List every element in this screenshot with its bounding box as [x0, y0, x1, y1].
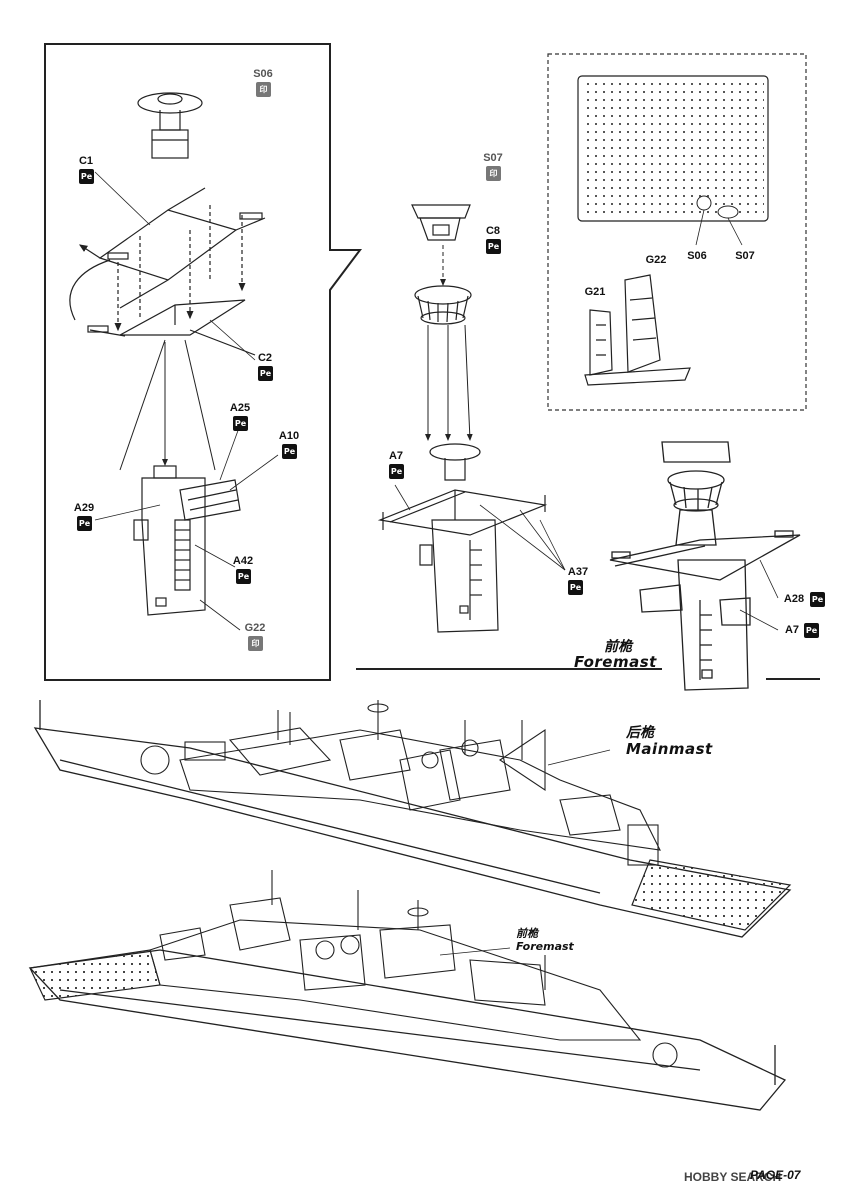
mainmast-title-cn: 后桅 [626, 725, 654, 741]
left-leader-lines [94, 171, 279, 631]
sprue-parts [582, 80, 764, 217]
railing-c8 [414, 285, 472, 325]
label-c8: C8 [485, 225, 501, 237]
mast-tower-g22 [133, 465, 241, 616]
photo-etch-icon: Pe [258, 366, 273, 381]
label-a7-detail: A7 [784, 624, 800, 636]
sprue-label-g21: G21 [584, 286, 606, 298]
photo-etch-icon: Pe [810, 592, 825, 607]
fire-control-s07 [411, 204, 471, 241]
ship-1-helipad [631, 859, 792, 931]
ship-2-hull [28, 949, 787, 1111]
plastic-part-icon: 印 [256, 82, 271, 97]
photo-etch-icon: Pe [568, 580, 583, 595]
foremast-title-en: Foremast [574, 653, 657, 671]
photo-etch-icon: Pe [79, 169, 94, 184]
ship-2-superstructure [149, 870, 678, 1068]
foremast-leader [439, 947, 511, 956]
label-c2: C2 [257, 352, 273, 364]
ship-1-hull [33, 700, 792, 938]
label-a37: A37 [567, 566, 589, 578]
mainmast-leader [547, 749, 611, 766]
sprue-box [547, 53, 807, 411]
label-a25: A25 [229, 402, 251, 414]
radar-dish-s06 [137, 92, 203, 159]
photo-etch-icon: Pe [389, 464, 404, 479]
assembled-foremast-detail [609, 441, 801, 691]
a37-leader-lines [394, 484, 566, 571]
photo-etch-icon: Pe [236, 569, 251, 584]
plastic-part-icon: 印 [486, 166, 501, 181]
label-a42: A42 [232, 555, 254, 567]
foremast-arrows [425, 245, 473, 441]
photo-etch-icon: Pe [77, 516, 92, 531]
yardarm-c2 [69, 259, 256, 356]
ship-1-superstructure [140, 700, 661, 866]
mast-halves-g21-g22 [584, 274, 691, 386]
ship-2-helipad [29, 949, 161, 1001]
left-panel-frame [44, 43, 362, 681]
photo-etch-icon: Pe [486, 239, 501, 254]
photo-etch-icon: Pe [282, 444, 297, 459]
photo-etch-icon: Pe [233, 416, 248, 431]
ship-1-helideck [0, 0, 1, 1]
label-g22: G22 [244, 622, 266, 634]
label-a10: A10 [278, 430, 300, 442]
sprue-label-g22: G22 [645, 254, 667, 266]
label-a7: A7 [388, 450, 404, 462]
ship2-foremast-en: Foremast [516, 940, 574, 953]
sprue-label-s06: S06 [687, 250, 707, 262]
plastic-part-icon: 印 [248, 636, 263, 651]
label-s06: S06 [253, 68, 273, 80]
sprue-label-s07: S07 [735, 250, 755, 262]
sprue-frame [577, 75, 769, 222]
watermark: HOBBY SEARCH [684, 1170, 782, 1184]
label-c1: C1 [78, 155, 94, 167]
foremast-assembly [377, 443, 548, 633]
sprue-leaders [695, 209, 743, 246]
yardarm-c1 [78, 187, 266, 332]
label-a28: A28 [783, 593, 805, 605]
label-s07: S07 [483, 152, 503, 164]
label-a29: A29 [73, 502, 95, 514]
right-leader-lines [739, 559, 779, 631]
mast-lattice-lines [119, 339, 216, 471]
page-number: PAGE-07 [750, 1168, 801, 1182]
foremast-title-cn: 前桅 [604, 639, 632, 655]
mainmast-title-en: Mainmast [626, 740, 713, 758]
photo-etch-icon: Pe [804, 623, 819, 638]
ship2-foremast-cn: 前桅 [516, 927, 538, 940]
